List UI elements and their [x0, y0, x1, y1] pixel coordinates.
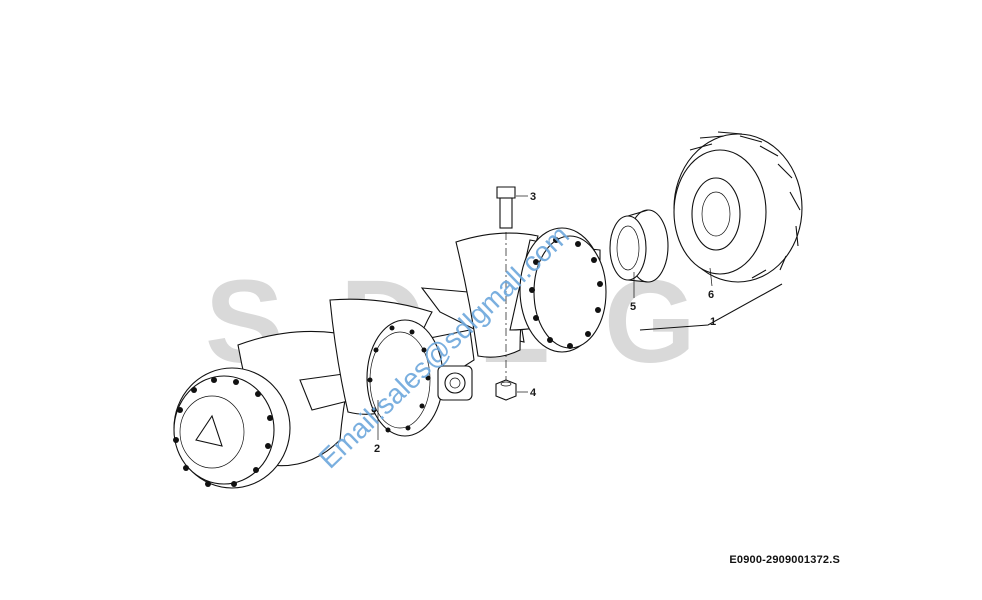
callout-1: 1 [710, 316, 716, 328]
callout-6: 6 [708, 289, 714, 301]
callout-labels: 1 2 3 4 5 6 [374, 191, 716, 455]
callout-4: 4 [530, 387, 537, 399]
right-hub-assembly [455, 227, 607, 358]
callout-leaders [377, 195, 783, 440]
bolt-and-nut [495, 186, 517, 401]
callout-2: 2 [374, 443, 380, 455]
tyre [673, 131, 803, 283]
wheel-rim [609, 209, 669, 283]
drawing-reference-code: E0900-2909001372.S [729, 554, 840, 566]
left-hub-assembly [173, 330, 363, 489]
callout-5: 5 [630, 301, 636, 313]
callout-3: 3 [530, 191, 536, 203]
